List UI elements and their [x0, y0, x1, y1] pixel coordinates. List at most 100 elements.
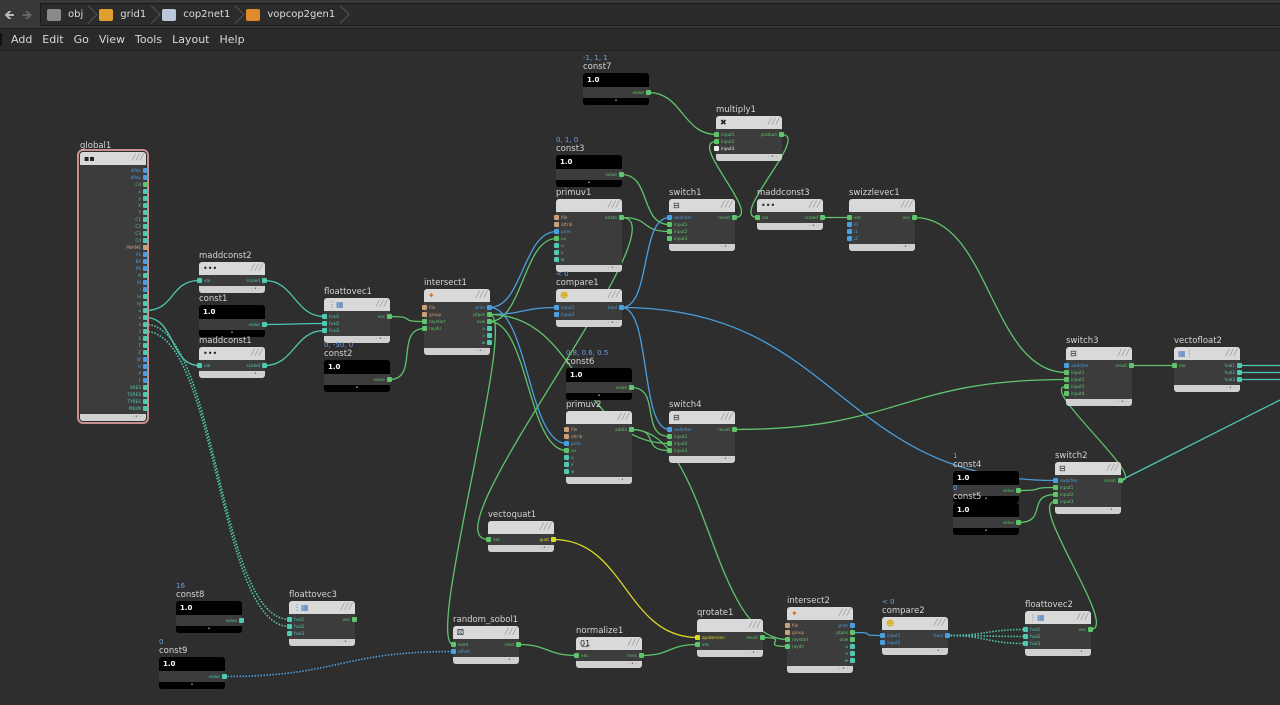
wire-intersect1-to-random_sobol1[interactable]	[446, 313, 497, 646]
output-port-C4[interactable]	[143, 238, 148, 243]
node-flags[interactable]: / / /	[934, 618, 945, 628]
node-header[interactable]: 1.0	[159, 657, 225, 671]
input-port-input4[interactable]	[1064, 391, 1069, 396]
output-port-value[interactable]	[1016, 488, 1021, 493]
wire-const2-to-intersect1[interactable]	[389, 327, 425, 381]
output-port-I[interactable]	[143, 287, 148, 292]
input-port-u[interactable]	[554, 243, 559, 248]
node-header[interactable]: ✖/ / /	[716, 116, 782, 129]
node-flags[interactable]: / / /	[476, 290, 487, 300]
output-port-PL[interactable]	[143, 252, 148, 257]
output-port-prim[interactable]	[487, 305, 492, 310]
input-port-v[interactable]	[554, 250, 559, 255]
input-port-i0[interactable]	[847, 222, 852, 227]
wire-const3-to-switch1[interactable]	[621, 173, 670, 226]
output-port-adata[interactable]	[629, 427, 634, 432]
wire-intersect1-to-compare1[interactable]	[489, 306, 557, 316]
node-header[interactable]: ▪▪/ / /	[80, 152, 146, 165]
input-port-u[interactable]	[564, 455, 569, 460]
node-footer[interactable]: · • ·	[324, 336, 390, 343]
wire-const1-to-floattovec1[interactable]	[264, 322, 325, 326]
wire-global1-to-maddconst1[interactable]	[145, 316, 200, 367]
node-footer[interactable]: · • ·	[849, 244, 915, 251]
node-header[interactable]: / / /	[488, 521, 554, 534]
node-header[interactable]: 1.0	[556, 155, 622, 169]
output-port-value[interactable]	[619, 172, 624, 177]
output-port-A[interactable]	[143, 273, 148, 278]
node-footer[interactable]: · • ·	[787, 666, 853, 673]
node-header[interactable]: / / /	[556, 199, 622, 212]
wire-offscreen[interactable]	[1120, 399, 1280, 482]
output-port-fval1[interactable]	[1237, 363, 1242, 368]
output-port-XRES[interactable]	[143, 385, 148, 390]
node-header[interactable]: 1.0	[324, 360, 390, 374]
node-header[interactable]: ✦/ / /	[424, 289, 490, 302]
node-footer[interactable]: •	[556, 180, 622, 187]
input-port-uv[interactable]	[554, 236, 559, 241]
node-footer[interactable]: · • ·	[488, 545, 554, 552]
output-port-product[interactable]	[779, 132, 784, 137]
input-port-group[interactable]	[422, 312, 427, 317]
output-port-u[interactable]	[850, 644, 855, 649]
output-port-uvw[interactable]	[487, 319, 492, 324]
node-flags[interactable]: / / /	[839, 608, 850, 618]
node-footer[interactable]: · • ·	[80, 414, 146, 421]
wire-compare1-to-switch1[interactable]	[621, 216, 670, 309]
output-port-adata[interactable]	[619, 215, 624, 220]
breadcrumb-cop2net1[interactable]: cop2net1	[156, 4, 240, 25]
input-port-vec[interactable]	[847, 215, 852, 220]
node-header[interactable]: 1.0	[176, 601, 242, 615]
node-flags[interactable]: / / /	[618, 412, 629, 422]
node-header[interactable]: ⋮▦/ / /	[289, 601, 355, 614]
node-footer[interactable]: · • ·	[424, 348, 490, 355]
output-port-C2[interactable]	[143, 224, 148, 229]
output-port-rand[interactable]	[516, 642, 521, 647]
output-port-vec[interactable]	[1088, 627, 1093, 632]
node-header[interactable]: 1.0	[953, 471, 1019, 485]
input-port-switcher[interactable]	[667, 215, 672, 220]
input-port-switcher[interactable]	[667, 427, 672, 432]
wire-intersect2-to-compare2[interactable]	[852, 631, 883, 637]
output-port-PNAME[interactable]	[143, 245, 148, 250]
node-flags[interactable]: / / /	[608, 290, 619, 300]
input-port-input2[interactable]	[880, 640, 885, 645]
node-header[interactable]: ✦/ / /	[787, 607, 853, 620]
node-flags[interactable]: / / /	[505, 627, 516, 637]
input-port-input3[interactable]	[1064, 384, 1069, 389]
node-flags[interactable]: / / /	[749, 620, 760, 630]
menu-tools[interactable]: Tools	[134, 33, 163, 46]
menu-add[interactable]: Add	[0, 33, 38, 46]
output-port-value[interactable]	[1016, 520, 1021, 525]
input-port-offset[interactable]	[451, 649, 456, 654]
output-port-ptpos[interactable]	[487, 312, 492, 317]
output-port-X[interactable]	[143, 203, 148, 208]
wire-compare2-to-floattovec2[interactable]	[947, 634, 1026, 638]
output-port-u[interactable]	[487, 326, 492, 331]
output-port-value[interactable]	[629, 385, 634, 390]
node-flags[interactable]: / / /	[768, 117, 779, 127]
node-header[interactable]: ⊟/ / /	[1055, 462, 1121, 475]
input-port-input2[interactable]	[554, 312, 559, 317]
output-port-scaled[interactable]	[262, 278, 267, 283]
node-flags[interactable]: / / /	[809, 200, 820, 210]
wire-maddconst2-to-floattovec1[interactable]	[264, 279, 325, 318]
output-port-u[interactable]	[143, 308, 148, 313]
node-footer[interactable]: · • ·	[697, 650, 763, 657]
output-port-TYRES[interactable]	[143, 399, 148, 404]
node-header[interactable]: 1.0	[583, 73, 649, 87]
node-header[interactable]: •••/ / /	[199, 347, 265, 360]
wire-const4-to-switch2[interactable]	[1018, 486, 1056, 492]
output-port-nvec[interactable]	[639, 653, 644, 658]
input-port-input2[interactable]	[1053, 492, 1058, 497]
output-port-value[interactable]	[239, 618, 244, 623]
input-port-val[interactable]	[755, 215, 760, 220]
node-footer[interactable]: •	[566, 393, 632, 400]
